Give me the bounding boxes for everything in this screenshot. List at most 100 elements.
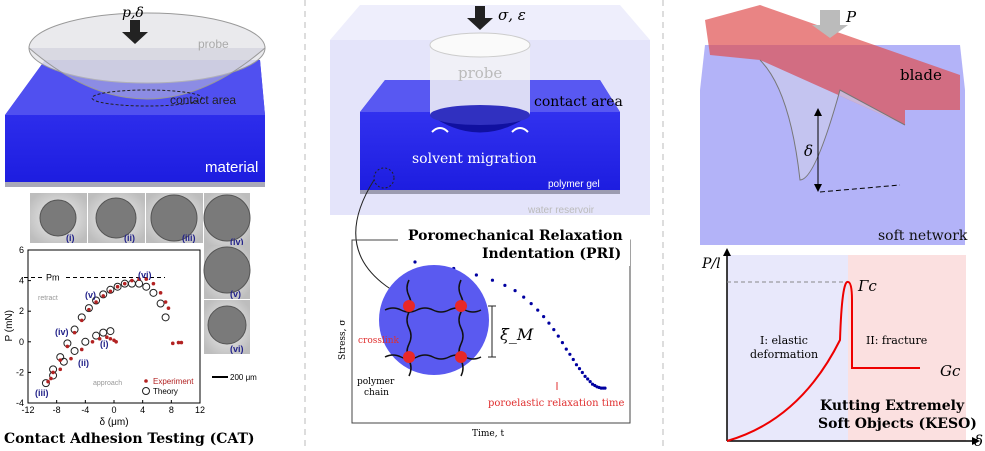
annotation: (iii)	[35, 388, 49, 398]
crosslink-dot	[455, 300, 467, 312]
theory-point	[70, 346, 79, 355]
contact-disk	[95, 197, 137, 239]
experiment-point	[90, 340, 95, 344]
cat-frames: (i) (ii) (iii) (iv) (v) (vi)	[30, 193, 251, 354]
region2-label: II: fracture	[866, 334, 927, 347]
annotation: (vi)	[138, 270, 152, 280]
mesh-label: ξ_M	[500, 325, 534, 344]
load-label: p,δ	[122, 5, 144, 21]
stress-point	[568, 352, 572, 356]
crosslink-dot	[403, 351, 415, 363]
zoom-arrow	[355, 179, 393, 291]
crosslink-dot	[455, 351, 467, 363]
experiment-point	[58, 358, 63, 362]
contact-disk	[203, 194, 251, 242]
experiment-point	[101, 294, 106, 298]
frame-label: (iii)	[182, 233, 196, 243]
experiment-point	[108, 289, 113, 294]
pri-chart: Poromechanical Relaxation Indentation (P…	[338, 222, 631, 439]
stress-point	[503, 283, 507, 287]
theory-point	[106, 327, 115, 336]
stress-point	[556, 334, 560, 338]
reservoir-label: water reservoir	[527, 205, 595, 216]
stress-series	[413, 260, 607, 390]
theory-point	[106, 285, 115, 294]
contact-disk	[39, 199, 77, 237]
experiment-point	[69, 356, 73, 361]
experiment-point	[144, 277, 149, 281]
experiment-point	[130, 278, 134, 283]
y-tick-label: -2	[16, 367, 24, 377]
y-tick-label: 2	[19, 306, 24, 316]
experiment-point	[79, 318, 84, 323]
experiment-point	[97, 336, 102, 341]
x-tick-label: 0	[111, 405, 116, 415]
stress-point	[588, 380, 592, 384]
legend-experiment: Experiment	[153, 377, 194, 386]
down-arrow-icon	[467, 6, 493, 30]
blade-label: blade	[900, 66, 942, 84]
stress-point	[574, 363, 579, 367]
solvent-arrow-left-icon	[431, 127, 449, 133]
experiment-point	[115, 284, 120, 289]
y-axis-label: P (mN)	[4, 310, 15, 341]
network-circle	[379, 265, 489, 375]
experiment-point	[87, 307, 91, 312]
region-fracture	[848, 255, 966, 441]
base-plate	[5, 182, 265, 187]
keso-xlabel: δ	[974, 432, 983, 450]
experiment-point	[51, 370, 55, 375]
annotation: (v)	[85, 290, 96, 300]
probe-label: probe	[198, 37, 229, 51]
x-tick-label: -12	[21, 405, 34, 415]
x-tick-label: -8	[53, 405, 61, 415]
stress-point	[560, 341, 565, 345]
stress-point	[513, 289, 517, 293]
crosslink-dot	[403, 300, 415, 312]
stress-point	[547, 321, 551, 325]
annotation: (iv)	[55, 327, 69, 337]
relax-label: poroelastic relaxation time	[488, 398, 624, 409]
stress-point	[529, 302, 533, 306]
annotation: retract	[38, 295, 58, 302]
x-axis-label: δ (μm)	[99, 417, 128, 428]
annotation: (ii)	[78, 358, 89, 368]
theory-point	[156, 299, 165, 308]
experiment-point	[179, 340, 184, 345]
pri-contact-label: contact area	[534, 94, 623, 110]
frame-label: (ii)	[124, 233, 135, 243]
pri-title-line2: Indentation (PRI)	[482, 246, 621, 262]
keso-depth-label: δ	[804, 142, 813, 160]
x-tick-label: 12	[195, 405, 205, 415]
stress-point	[583, 374, 587, 378]
solvent-arrow-right-icon	[511, 127, 529, 133]
theory-point	[92, 296, 101, 305]
keso-title-line1: Kutting Extremely	[820, 398, 965, 414]
theory-point	[81, 337, 90, 346]
frame-label: (vi)	[230, 344, 244, 354]
stress-point	[413, 260, 417, 264]
annotation: (i)	[100, 339, 109, 349]
frame-label: (iv)	[230, 237, 244, 247]
annotation: approach	[93, 380, 122, 387]
stress-point	[536, 308, 540, 312]
stress-point	[490, 278, 495, 282]
pm-label: Pm	[46, 273, 60, 283]
contact-disk	[203, 246, 251, 294]
stress-point	[603, 386, 607, 390]
stress-point	[542, 315, 546, 319]
experiment-point	[151, 281, 156, 286]
material-label: material	[205, 159, 258, 176]
gel-label: polymer gel	[548, 179, 600, 190]
pri-xlabel: Time, t	[472, 429, 504, 439]
theory-point	[99, 290, 108, 299]
y-tick-label: 0	[19, 337, 24, 347]
legend-theory: Theory	[153, 387, 178, 396]
network-label: soft network	[878, 228, 968, 244]
experiment-point	[79, 347, 84, 352]
keso-schematic: P blade δ soft network	[700, 5, 968, 245]
theory-point	[84, 304, 93, 313]
theory-point	[161, 313, 170, 322]
experiment-point	[46, 379, 50, 384]
